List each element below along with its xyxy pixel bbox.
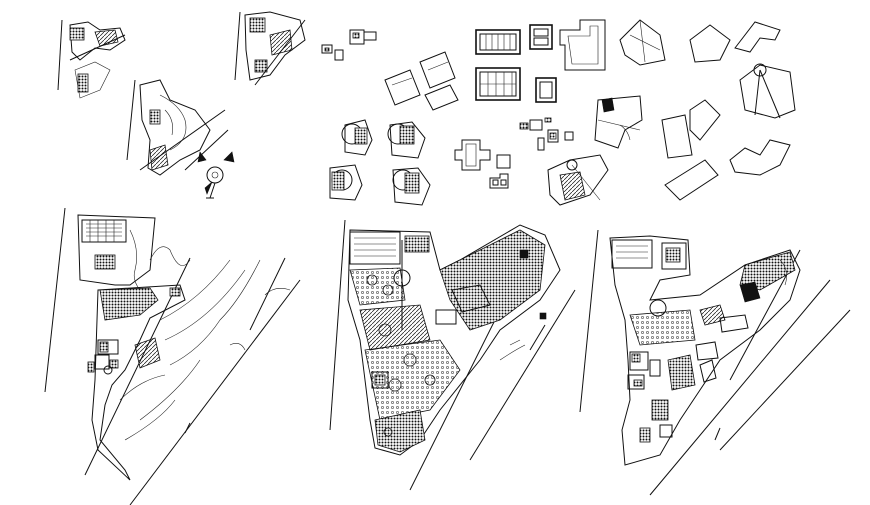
building-fragments bbox=[321, 29, 377, 61]
parcel-outline-6 bbox=[661, 114, 693, 159]
parcel-outline-2 bbox=[689, 24, 731, 63]
parcel-outline-7 bbox=[729, 139, 791, 176]
courtyard-building-4 bbox=[392, 167, 431, 206]
mini-plan-top-center-1 bbox=[234, 11, 306, 86]
small-blocks-cluster bbox=[519, 117, 574, 151]
parcel-outline-1 bbox=[619, 19, 666, 66]
building-diagonal-pair bbox=[384, 51, 459, 111]
floor-plan-grid-1 bbox=[475, 29, 521, 55]
site-plan-left bbox=[44, 207, 301, 505]
parcel-outline-3 bbox=[734, 21, 781, 53]
plan-with-dark-block bbox=[594, 95, 643, 149]
floor-plan-grid-3 bbox=[475, 67, 521, 101]
north-arrow-icon bbox=[197, 151, 235, 199]
site-plan-center bbox=[329, 219, 576, 491]
parcel-outline-8 bbox=[664, 159, 719, 201]
cross-plan-2 bbox=[489, 154, 511, 189]
mini-plan-top-left-1 bbox=[57, 19, 126, 99]
mini-plan-top-left-2 bbox=[126, 79, 229, 176]
parcel-outline-5 bbox=[689, 99, 721, 141]
courtyard-building-2 bbox=[387, 121, 426, 159]
parcel-outline-4 bbox=[739, 63, 796, 119]
courtyard-building-3 bbox=[329, 164, 363, 201]
floor-plan-grid-4 bbox=[535, 77, 557, 103]
courtyard-building-1 bbox=[341, 119, 373, 156]
floor-plan-grid-2 bbox=[529, 24, 553, 50]
cross-plan-1 bbox=[454, 139, 491, 171]
stepped-plan bbox=[559, 19, 606, 71]
site-plan-right bbox=[579, 229, 851, 496]
plan-with-circle bbox=[547, 154, 609, 206]
